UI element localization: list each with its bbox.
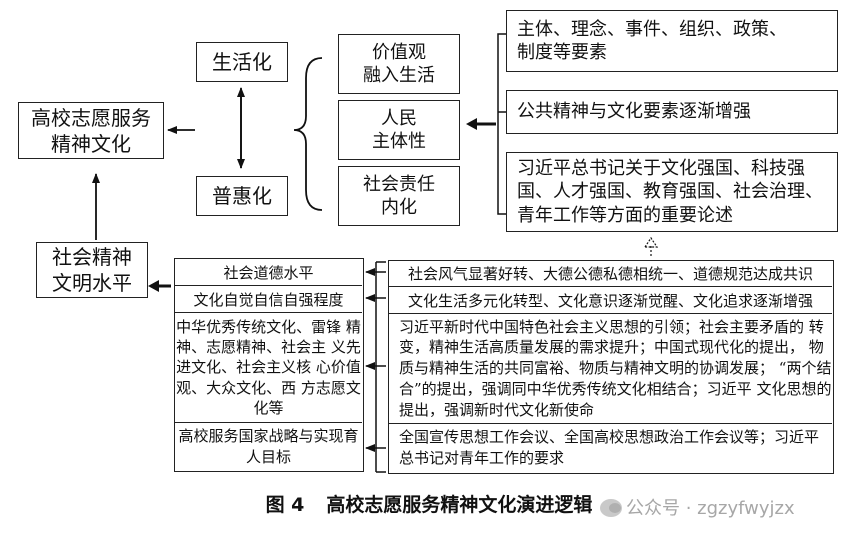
factor-strategy-line-2: 育人目标 (245, 427, 359, 466)
feature-people-line-1: 人民 (381, 107, 417, 129)
figure-number: 图 4 (265, 494, 305, 516)
wechat-watermark: 公众号 · zgzyfwyjzx (600, 494, 795, 520)
context-cultural-life: 文化生活多元化转型、文化意识逐渐觉醒、文化追求逐渐增强 (389, 287, 832, 314)
driver-discourse-line-2: 国、人才强国、教育强国、社会治理、 (517, 181, 823, 203)
context-thought-line-3: 物质与精神生活的共同富裕、物质与精神文明的协调发展； (399, 338, 824, 378)
feature-box-people: 人民主体性 (338, 100, 460, 160)
life-label: 生活化 (212, 50, 272, 74)
driver-public-spirit-label: 公共精神与文化要素逐渐增强 (517, 101, 751, 123)
factors-table: 社会道德水平 文化自觉自信自强程度 中华优秀传统文化、雷锋 精神、志愿精神、社会… (174, 258, 364, 472)
factor-cultural-confidence-label: 文化自觉自信自强程度 (193, 290, 344, 309)
wechat-icon (600, 499, 622, 517)
factor-resources-line-1: 中华优秀传统文化、雷锋 (176, 317, 342, 336)
driver-discourse-line-3: 青年工作等方面的重要论述 (517, 204, 733, 226)
culture-line-1: 高校志愿服务 (31, 105, 151, 130)
driver-box-public-spirit: 公共精神与文化要素逐渐增强 (506, 90, 838, 134)
benefit-box: 普惠化 (196, 176, 288, 216)
feature-values-line-2: 融入生活 (363, 65, 435, 86)
context-cultural-life-label: 文化生活多元化转型、文化意识逐渐觉醒、文化追求逐渐增强 (407, 291, 813, 310)
context-conferences-line-1: 全国宣传思想工作会议、全国高校思想政治工作会议等； (399, 428, 775, 447)
feature-values-line-1: 价值观 (372, 41, 426, 63)
driver-elements-line-2: 制度等要素 (517, 42, 607, 63)
context-social-ethos: 社会风气显著好转、大德公德私德相统一、道德规范达成共识 (389, 261, 832, 287)
context-conferences-line-2: 习近平总书记对青年工作的要求 (399, 428, 820, 467)
context-conferences: 全国宣传思想工作会议、全国高校思想政治工作会议等；习近平总书记对青年工作的要求 (389, 424, 832, 472)
culture-box: 高校志愿服务精神文化 (18, 102, 164, 159)
context-thought-line-2: 转变，精神生活高质量发展的需求提升；中国式现代化的提出， (399, 317, 824, 357)
factor-cultural-confidence: 文化自觉自信自强程度 (175, 286, 362, 313)
benefit-label: 普惠化 (212, 184, 272, 208)
figure-title: 高校志愿服务精神文化演进逻辑 (326, 494, 593, 516)
culture-line-2: 精神文化 (51, 131, 131, 156)
feature-box-values: 价值观融入生活 (338, 34, 460, 94)
civilization-line-1: 社会精神 (52, 245, 132, 269)
contexts-table: 社会风气显著好转、大德公德私德相统一、道德规范达成共识 文化生活多元化转型、文化… (388, 260, 834, 474)
context-social-ethos-label: 社会风气显著好转、大德公德私德相统一、道德规范达成共识 (407, 265, 813, 283)
context-thought-line-1: 习近平新时代中国特色社会主义思想的引领；社会主要矛盾的 (399, 317, 805, 336)
feature-brace (293, 57, 323, 211)
figure-caption: 图 4 高校志愿服务精神文化演进逻辑 (0, 490, 858, 517)
context-xi-thought: 习近平新时代中国特色社会主义思想的引领；社会主要矛盾的 转变，精神生活高质量发展… (389, 314, 832, 424)
driver-box-elements: 主体、理念、事件、组织、政策、制度等要素 (506, 10, 838, 72)
factor-moral: 社会道德水平 (175, 259, 362, 286)
factor-resources-line-2: 精神、志愿精神、社会主 (176, 317, 361, 357)
driver-discourse-line-1: 习近平总书记关于文化强国、科技强 (517, 157, 805, 179)
feature-people-line-2: 主体性 (372, 131, 426, 152)
context-thought-line-5: 文化思想的提出，强调新时代文化新使命 (399, 379, 832, 419)
feature-box-responsibility: 社会责任内化 (338, 166, 460, 226)
driver-elements-line-1: 主体、理念、事件、组织、政策、 (517, 18, 787, 40)
factor-cultural-resources: 中华优秀传统文化、雷锋 精神、志愿精神、社会主 义先进文化、社会主义核 心价值观… (175, 313, 362, 423)
factor-resources-line-4: 心价值观、大众文化、西 (176, 358, 361, 397)
driver-box-discourse: 习近平总书记关于文化强国、科技强国、人才强国、教育强国、社会治理、青年工作等方面… (506, 152, 838, 232)
civilization-line-2: 文明水平 (52, 271, 132, 295)
feature-resp-line-2: 内化 (381, 197, 417, 218)
context-thought-line-4: “两个结合”的提出，强调同中华优秀传统文化相结合；习近平 (399, 359, 832, 398)
factor-resources-line-5: 方志愿文化等 (253, 378, 361, 417)
watermark-text: 公众号 · zgzyfwyjzx (626, 498, 795, 519)
civilization-box: 社会精神文明水平 (36, 242, 148, 298)
factor-moral-label: 社会道德水平 (223, 263, 314, 282)
factor-strategy-line-1: 高校服务国家战略与实现 (178, 427, 344, 446)
factor-resources-line-3: 义先进文化、社会主义核 (176, 338, 361, 377)
factor-national-strategy: 高校服务国家战略与实现育人目标 (175, 423, 362, 470)
life-box: 生活化 (196, 42, 288, 82)
feature-resp-line-1: 社会责任 (363, 173, 435, 195)
